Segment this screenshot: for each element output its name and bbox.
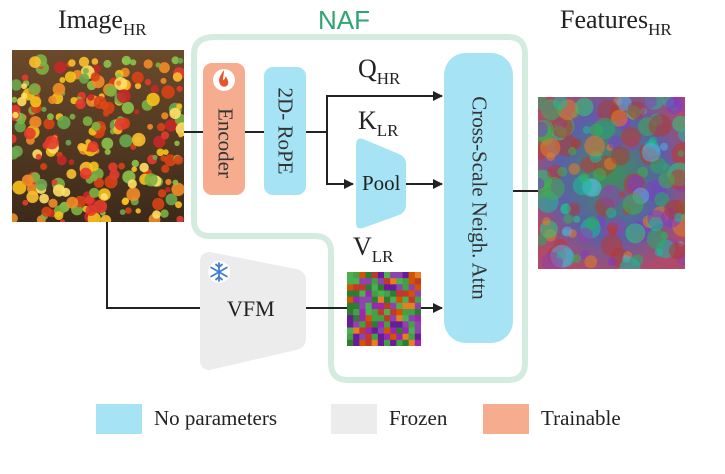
encoder-label: Encoder: [213, 108, 238, 178]
pool-block: [356, 138, 406, 229]
input-image: [12, 50, 184, 222]
connectors: [106, 91, 538, 313]
pool-label: Pool: [362, 171, 401, 195]
vfm-label: VFM: [227, 296, 275, 321]
legend-swatch-no-params: [96, 404, 142, 434]
snowflake-icon: [208, 261, 230, 283]
image-hr-label: ImageHR: [58, 5, 147, 39]
features-hr-label: FeaturesHR: [560, 5, 672, 39]
legend-label-trainable: Trainable: [541, 406, 621, 430]
legend-label-frozen: Frozen: [389, 406, 448, 430]
legend-swatch-trainable: [483, 404, 529, 434]
attn-block: [444, 53, 513, 343]
vfm-block: [200, 252, 306, 370]
legend-swatch-frozen: [331, 404, 377, 434]
naf-outline: [191, 34, 528, 383]
attn-label: Cross-Scale Neigh. Attn: [467, 96, 492, 300]
rope-label: 2D- RoPE: [273, 87, 298, 175]
legend-label-no-params: No parameters: [154, 406, 278, 430]
k-lr-label: KLR: [358, 106, 399, 140]
encoder-block: [203, 63, 245, 195]
q-hr-label: QHR: [358, 54, 401, 88]
rope-block: [264, 67, 306, 195]
naf-title: NAF: [318, 5, 370, 35]
v-lr-image: [347, 272, 421, 346]
fire-icon: [213, 69, 235, 91]
output-features-image: [538, 97, 685, 269]
v-lr-label: VLR: [353, 232, 394, 266]
